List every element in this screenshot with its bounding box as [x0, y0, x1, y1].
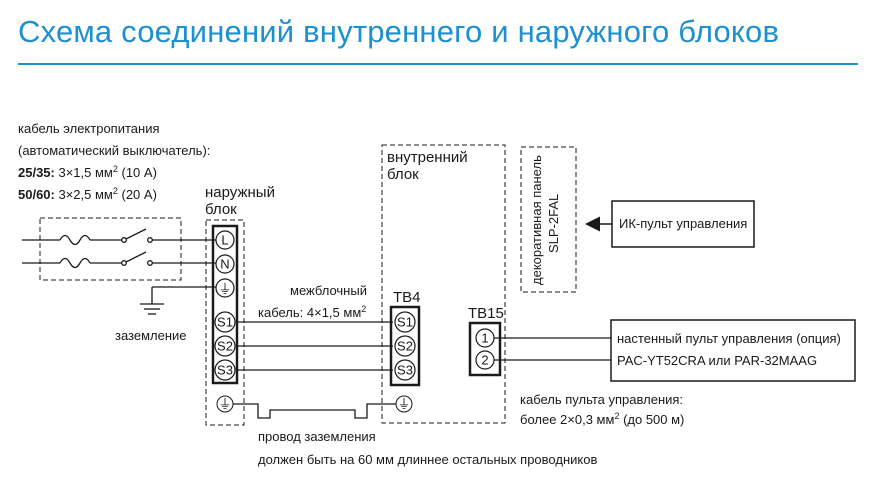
tb15-terminals — [475, 328, 495, 370]
outdoor-terminals — [214, 230, 236, 381]
ground-wire-label-2: должен быть на 60 мм длиннее остальных п… — [258, 452, 597, 467]
terminal-L: L — [221, 233, 228, 248]
remote-cable-label-1: кабель пульта управления: — [520, 392, 683, 407]
outdoor-unit-label-1: наружный — [205, 184, 275, 201]
outdoor-unit-label-2: блок — [205, 201, 237, 218]
indoor-ground-terminal: ⏚ — [397, 397, 410, 412]
power-cable-spec-5060: 50/60: 3×2,5 мм2 (20 А) — [18, 186, 157, 202]
indoor-unit-label-1: внутренний — [387, 149, 468, 166]
tb4-terminal-block — [389, 305, 421, 387]
indoor-ground-circle — [395, 395, 413, 413]
page-title: Схема соединений внутреннего и наружного… — [18, 14, 780, 49]
wall-remote-box — [610, 319, 856, 382]
ground-wire — [233, 403, 396, 419]
tb4-S3: S3 — [397, 363, 413, 378]
breaker-box — [39, 217, 182, 281]
ir-remote-label: ИК-пульт управления — [619, 216, 747, 231]
power-cable-spec-2535: 25/35: 3×1,5 мм2 (10 А) — [18, 164, 157, 180]
indoor-unit-box — [381, 144, 506, 424]
power-cable-label-2: (автоматический выключатель): — [18, 143, 210, 158]
terminal-ground: ⏚ — [218, 282, 231, 297]
tb15-terminal-block — [468, 321, 502, 377]
tb15-1: 1 — [481, 331, 488, 346]
tb4-S2: S2 — [397, 339, 413, 354]
remote-wires — [494, 337, 611, 361]
remote-cable-label-2: более 2×0,3 мм2 (до 500 м) — [520, 411, 684, 427]
ir-remote-box — [611, 200, 755, 248]
terminal-N: N — [220, 257, 229, 272]
tb15-label: TB15 — [468, 305, 504, 322]
tb15-2: 2 — [481, 353, 488, 368]
decor-panel-box — [520, 146, 577, 293]
tb4-terminals — [394, 311, 416, 381]
decor-panel-label-1: декоративная панель — [529, 155, 544, 285]
outdoor-ground-terminal: ⏚ — [218, 397, 231, 412]
outdoor-terminal-block — [211, 224, 239, 385]
tb4-label: TB4 — [393, 289, 421, 306]
terminal-S2: S2 — [217, 339, 233, 354]
terminal-S3: S3 — [217, 363, 233, 378]
interunit-cable-label-1: межблочный — [290, 283, 367, 298]
indoor-unit-label-2: блок — [387, 166, 419, 183]
terminal-S1: S1 — [217, 315, 233, 330]
decor-panel-label-2: SLP-2FAL — [546, 194, 561, 253]
grounding-label: заземление — [115, 328, 187, 343]
wall-remote-label-1: настенный пульт управления (опция) — [617, 331, 841, 346]
ground-icon — [140, 286, 217, 315]
tb4-S1: S1 — [397, 315, 413, 330]
interunit-wires — [236, 321, 393, 371]
power-cable-label-1: кабель электропитания — [18, 121, 160, 136]
interunit-cable-label-2: кабель: 4×1,5 мм2 — [258, 304, 366, 320]
breaker-switches — [22, 228, 217, 269]
title-underline — [18, 63, 858, 65]
wall-remote-label-2: PAC-YT52CRA или PAR-32MAAG — [617, 353, 817, 368]
ground-wire-label-1: провод заземления — [258, 429, 376, 444]
